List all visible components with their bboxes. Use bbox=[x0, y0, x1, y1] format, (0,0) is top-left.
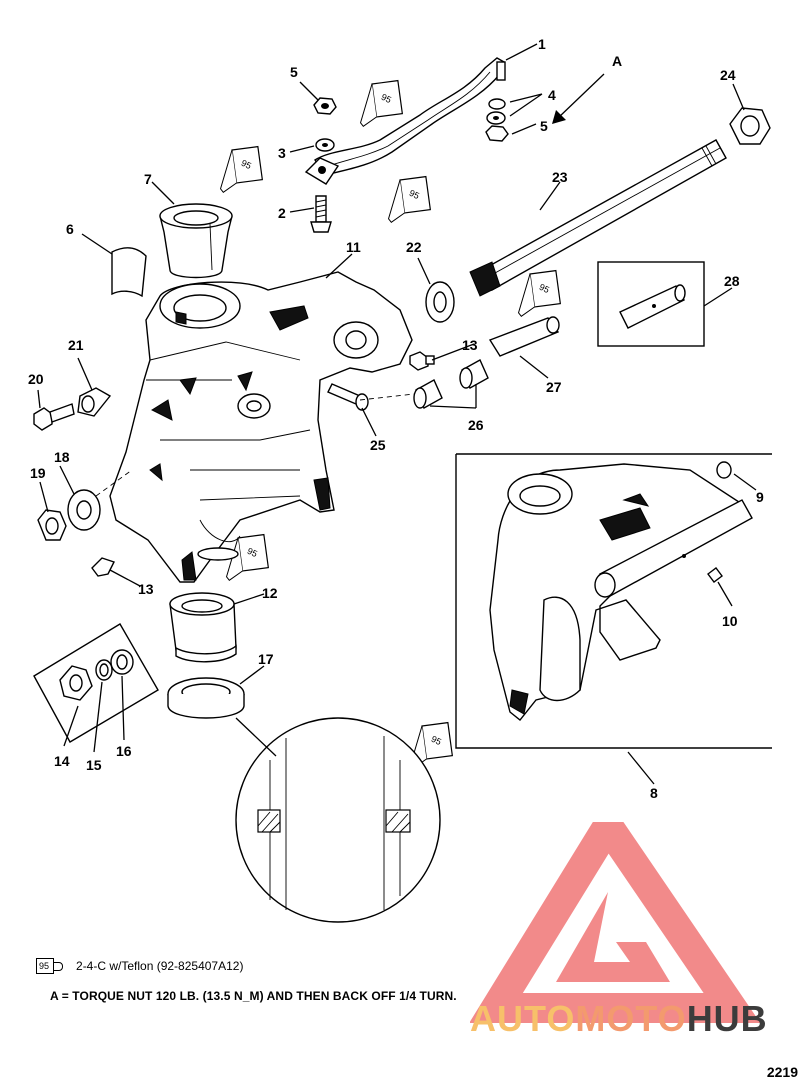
callout-20: 20 bbox=[28, 371, 44, 387]
callout-3: 3 bbox=[278, 145, 286, 161]
callout-16: 16 bbox=[116, 743, 132, 759]
tilt-tube-nut bbox=[729, 107, 771, 145]
callout-14: 14 bbox=[54, 753, 70, 769]
bolt-20 bbox=[33, 403, 75, 431]
callout-5b: 5 bbox=[540, 118, 548, 134]
bolt bbox=[327, 383, 369, 411]
sealant-tube-icon: 95 bbox=[219, 524, 281, 594]
watermark-text: AUTOMOTOHUB bbox=[470, 998, 768, 1039]
sealant-tube-icon: 95 bbox=[403, 712, 465, 782]
pivot-pin bbox=[488, 316, 560, 357]
leader-lines bbox=[37, 43, 757, 785]
steering-link-rod bbox=[314, 57, 506, 176]
svg-text:95: 95 bbox=[408, 188, 421, 201]
callout-21: 21 bbox=[68, 337, 84, 353]
callout-10: 10 bbox=[722, 613, 738, 629]
callout-1: 1 bbox=[538, 36, 546, 52]
callout-22: 22 bbox=[406, 239, 422, 255]
callout-5: 5 bbox=[290, 64, 298, 80]
callout-25: 25 bbox=[370, 437, 386, 453]
figure-number: 2219 bbox=[766, 1064, 798, 1080]
legend-text: 2-4-C w/Teflon (92-825407A12) bbox=[76, 959, 244, 973]
callout-13: 13 bbox=[462, 337, 478, 353]
callout-7: 7 bbox=[144, 171, 152, 187]
reference-arrow-a bbox=[552, 73, 605, 124]
callout-8: 8 bbox=[650, 785, 658, 801]
callout-28: 28 bbox=[724, 273, 740, 289]
callout-27: 27 bbox=[546, 379, 562, 395]
nut-washer-bolt-set bbox=[304, 97, 340, 233]
callout-11: 11 bbox=[346, 239, 361, 255]
svg-text:95: 95 bbox=[240, 158, 253, 171]
pin-detail-box bbox=[597, 261, 705, 347]
sealant-tube-icon: 95 bbox=[213, 136, 275, 206]
washer-18 bbox=[67, 489, 101, 531]
nut-washer-box bbox=[33, 623, 159, 743]
callout-26: 26 bbox=[468, 417, 484, 433]
callout-12: 12 bbox=[262, 585, 278, 601]
svg-text:95: 95 bbox=[538, 282, 551, 295]
callout-18: 18 bbox=[54, 449, 70, 465]
upper-bushing bbox=[159, 203, 233, 279]
svg-text:95: 95 bbox=[246, 546, 259, 559]
sealant-tube-icon: 95 bbox=[381, 166, 443, 236]
legend: 95 2-4-C w/Teflon (92-825407A12) bbox=[36, 958, 243, 974]
callouts: A 1 2 3 4 5 5 6 7 8 9 10 11 12 13 13 14 … bbox=[28, 36, 764, 801]
tilt-tube bbox=[469, 139, 727, 297]
inset-detail-box bbox=[455, 453, 772, 749]
swivel-bracket bbox=[109, 271, 413, 583]
automotohub-logo bbox=[470, 822, 761, 1023]
grease-fitting bbox=[409, 351, 435, 371]
bushings bbox=[413, 359, 489, 409]
nut-and-washers-set bbox=[485, 98, 509, 142]
sealant-tube-icon: 95 bbox=[511, 260, 573, 330]
seal-detail-circle bbox=[235, 717, 441, 923]
callout-13b: 13 bbox=[138, 581, 154, 597]
callout-4: 4 bbox=[548, 87, 556, 103]
ref-letter-a: A bbox=[612, 53, 622, 69]
tilt-tube-washer bbox=[425, 281, 455, 323]
grease-fitting-lower bbox=[91, 557, 115, 577]
callout-17: 17 bbox=[258, 651, 274, 667]
seal bbox=[167, 677, 245, 719]
callout-19: 19 bbox=[30, 465, 46, 481]
bushing-shim bbox=[111, 247, 147, 298]
nut-19 bbox=[37, 509, 67, 541]
callout-6: 6 bbox=[66, 221, 74, 237]
svg-text:95: 95 bbox=[430, 734, 443, 747]
callout-2: 2 bbox=[278, 205, 286, 221]
callout-23: 23 bbox=[552, 169, 568, 185]
callout-15: 15 bbox=[86, 757, 102, 773]
spacer bbox=[77, 387, 112, 417]
lower-bushing bbox=[169, 592, 237, 663]
sealant-tube-icon: 95 bbox=[36, 958, 64, 974]
callout-24: 24 bbox=[720, 67, 736, 83]
svg-text:95: 95 bbox=[380, 92, 393, 105]
torque-note: A = TORQUE NUT 120 LB. (13.5 N_M) AND TH… bbox=[50, 989, 457, 1003]
callout-9: 9 bbox=[756, 489, 764, 505]
sealant-tube-icon: 95 bbox=[353, 70, 415, 140]
